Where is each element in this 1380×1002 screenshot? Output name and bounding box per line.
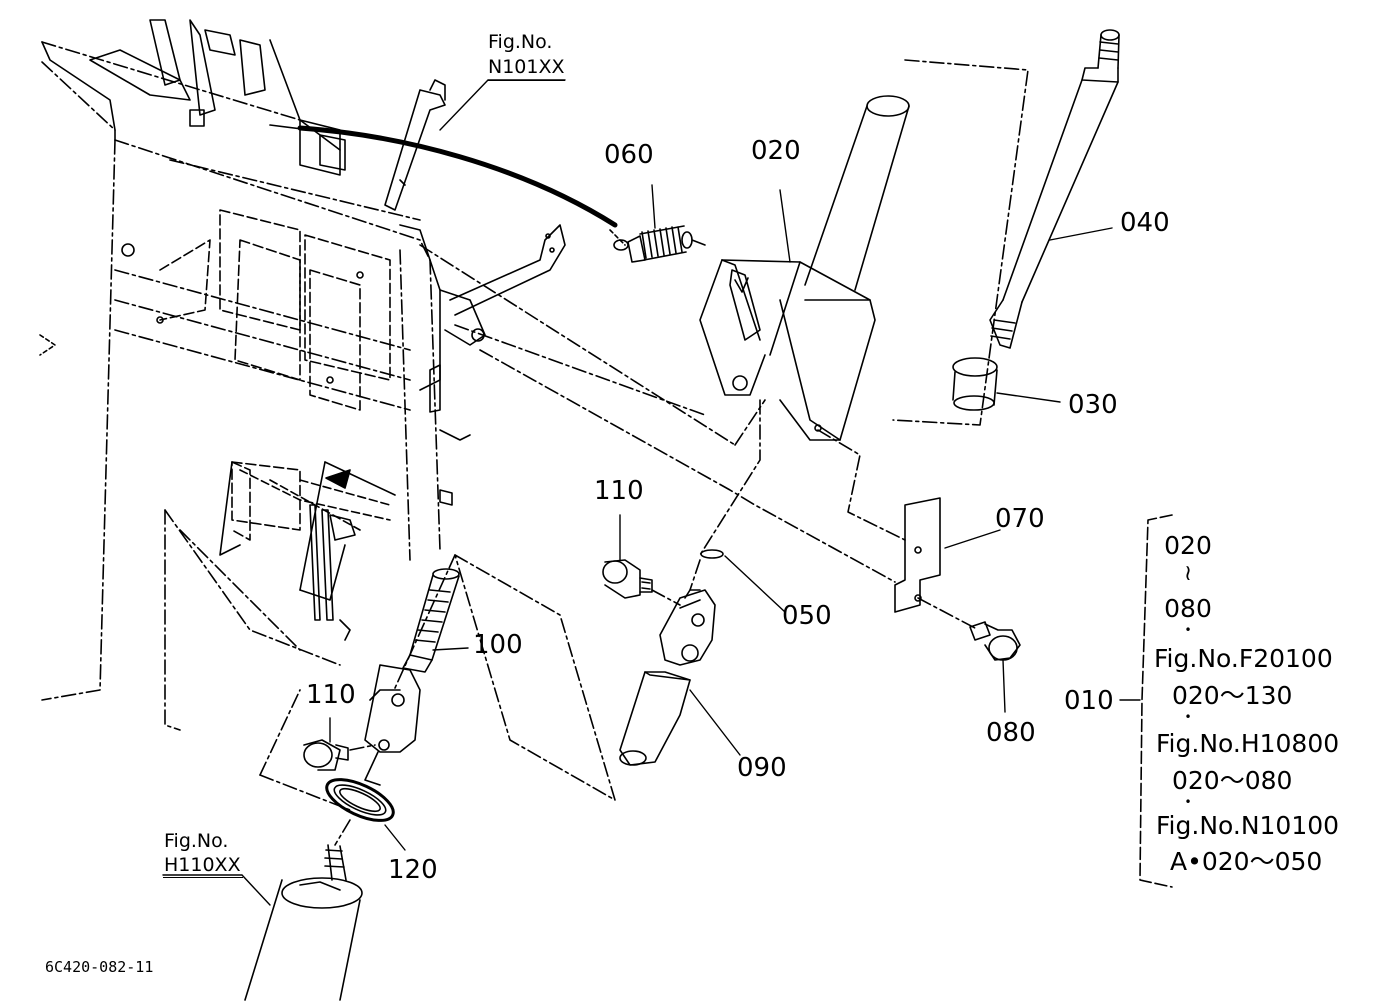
note-ref3-range: A•020～050 bbox=[1170, 847, 1323, 876]
note-ref1-range: 020～130 bbox=[1172, 681, 1293, 710]
note-ref2-range: 020～080 bbox=[1172, 766, 1293, 795]
bolt-110-upper bbox=[602, 559, 653, 599]
frame-panel bbox=[39, 19, 566, 701]
fig-ref-bottom-line1: Fig.No. bbox=[164, 830, 229, 852]
fig-ref-top-line1: Fig.No. bbox=[488, 31, 553, 53]
drawing-code: 6C420-082-11 bbox=[45, 958, 154, 976]
part-label-030: 030 bbox=[1068, 390, 1118, 420]
fig-ref-bottom-underline bbox=[163, 877, 243, 878]
note-dot-3: • bbox=[1184, 795, 1192, 809]
column-bracket-020 bbox=[699, 95, 910, 441]
part-label-050: 050 bbox=[782, 601, 832, 631]
part-label-120: 120 bbox=[388, 855, 438, 885]
note-range-end: 080 bbox=[1164, 594, 1212, 623]
part-label-110-lower: 110 bbox=[306, 680, 356, 710]
pedal-bracket bbox=[164, 461, 396, 731]
leader-lines bbox=[162, 79, 1141, 906]
fig-ref-top-underline bbox=[488, 80, 565, 81]
plate-070 bbox=[894, 497, 941, 613]
bolt-110-lower bbox=[303, 739, 349, 771]
part-label-080: 080 bbox=[986, 718, 1036, 748]
part-label-010: 010 bbox=[1064, 686, 1114, 716]
oring-050 bbox=[700, 549, 724, 559]
fig-ref-bottom-line2: H110XX bbox=[164, 854, 241, 876]
note-ref3: Fig.No.N10100 bbox=[1156, 811, 1340, 840]
seal-120 bbox=[325, 778, 395, 822]
part-label-090: 090 bbox=[737, 753, 787, 783]
note-bracket bbox=[1139, 514, 1173, 888]
note-dot-2: • bbox=[1184, 710, 1192, 724]
ujoint-090 bbox=[619, 589, 716, 766]
part-label-020: 020 bbox=[751, 136, 801, 166]
part-label-040: 040 bbox=[1120, 208, 1170, 238]
part-label-100: 100 bbox=[473, 630, 523, 660]
part-label-110-upper: 110 bbox=[594, 476, 644, 506]
part-label-070: 070 bbox=[995, 504, 1045, 534]
spring-060 bbox=[609, 225, 706, 263]
ujoint-100 bbox=[364, 568, 460, 786]
bolt-080 bbox=[969, 621, 1021, 661]
lower-shaft bbox=[244, 844, 363, 1001]
note-range-symbol: ≀ bbox=[1183, 561, 1193, 586]
part-label-060: 060 bbox=[604, 140, 654, 170]
fig-ref-top-line2: N101XX bbox=[488, 56, 565, 78]
note-dot-1: • bbox=[1184, 623, 1192, 637]
note-ref2: Fig.No.H10800 bbox=[1156, 729, 1340, 758]
note-range-start: 020 bbox=[1164, 531, 1212, 560]
steering-shaft-040 bbox=[989, 29, 1120, 349]
bushing-030 bbox=[952, 357, 998, 411]
note-ref1: Fig.No.F20100 bbox=[1154, 644, 1333, 673]
throttle-cable bbox=[297, 125, 618, 228]
